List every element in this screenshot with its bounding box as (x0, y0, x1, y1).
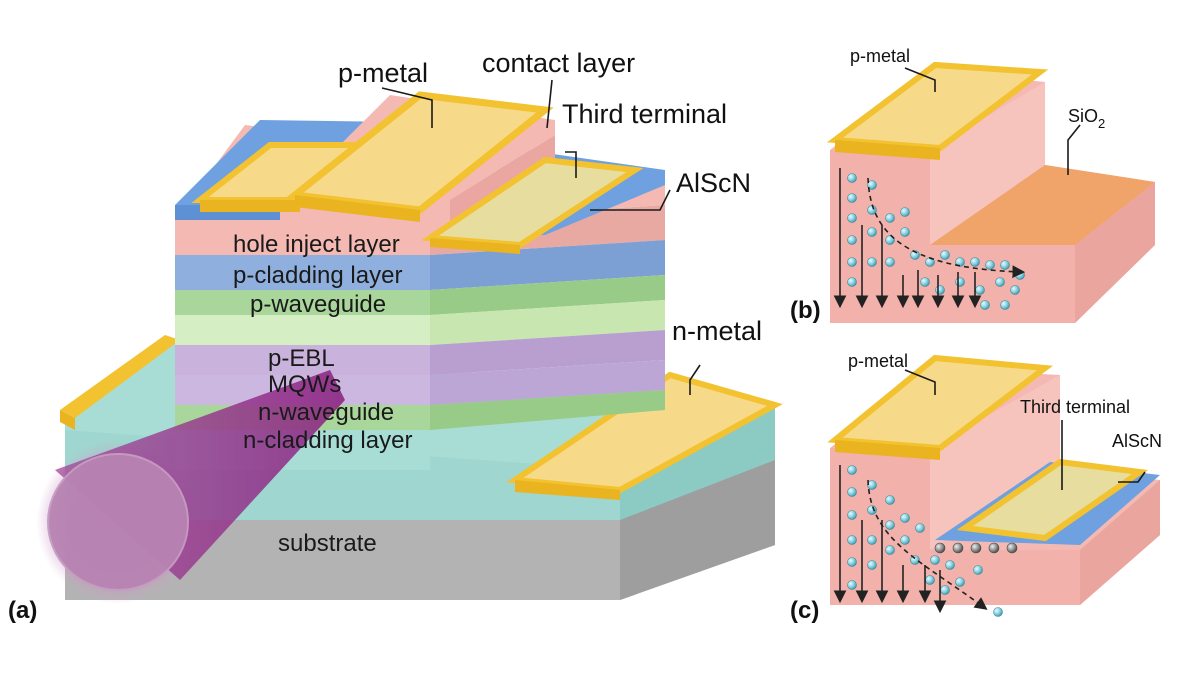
third-terminal-leader (565, 151, 577, 178)
panel-b: p-metal SiO2 (b) (790, 46, 1155, 324)
b-p-metal-leader (904, 67, 936, 92)
alscn-leader (590, 189, 671, 211)
layer-label-p-cladding: p-cladding layer (233, 262, 402, 289)
contact-layer-leader (546, 79, 553, 129)
panel-c: p-metal Third terminal AlScN (c) (790, 351, 1162, 624)
n-metal-left (60, 335, 180, 430)
panel-c-tag: (c) (790, 597, 819, 624)
p-metal-leader (381, 87, 433, 128)
current-arrows-b (833, 168, 1026, 309)
b-p-metal-label: p-metal (850, 46, 910, 66)
b-sio2-label: SiO2 (1068, 106, 1105, 131)
layer-label-n-cladding: n-cladding layer (243, 427, 412, 454)
b-sio2-leader (1067, 124, 1081, 175)
c-third-terminal-label: Third terminal (1020, 397, 1130, 417)
p-metal-label: p-metal (338, 58, 428, 88)
third-terminal-metal (421, 156, 644, 254)
c-alscn-label: AlScN (1112, 431, 1162, 451)
third-terminal-label: Third terminal (562, 99, 727, 129)
panel-a: p-metal contact layer Third terminal AlS… (8, 48, 783, 624)
layer-label-n-waveguide: n-waveguide (258, 399, 394, 426)
n-metal-leader (689, 364, 701, 395)
contact-layer-label: contact layer (482, 48, 635, 78)
panel-a-tag: (a) (8, 597, 37, 624)
alscn-label: AlScN (676, 168, 751, 198)
carrier-dots-b (847, 173, 1025, 310)
current-arrows-c (833, 465, 988, 614)
layer-label-p-ebl: p-EBL (268, 345, 335, 372)
light-beam (36, 370, 345, 604)
substrate-label: substrate (278, 530, 377, 557)
grey-dots-c (934, 542, 1018, 554)
c-alscn-leader (1118, 471, 1146, 483)
c-p-metal-leader (904, 369, 936, 395)
layer-label-mqws: MQWs (268, 371, 341, 398)
carrier-dots-c (847, 465, 1003, 617)
c-p-metal-label: p-metal (848, 351, 908, 371)
panel-b-tag: (b) (790, 297, 821, 324)
layer-label-p-waveguide: p-waveguide (250, 291, 386, 318)
n-metal-label: n-metal (672, 316, 762, 346)
layer-label-hole-inject: hole inject layer (233, 231, 400, 258)
p-metal-center (286, 91, 554, 222)
